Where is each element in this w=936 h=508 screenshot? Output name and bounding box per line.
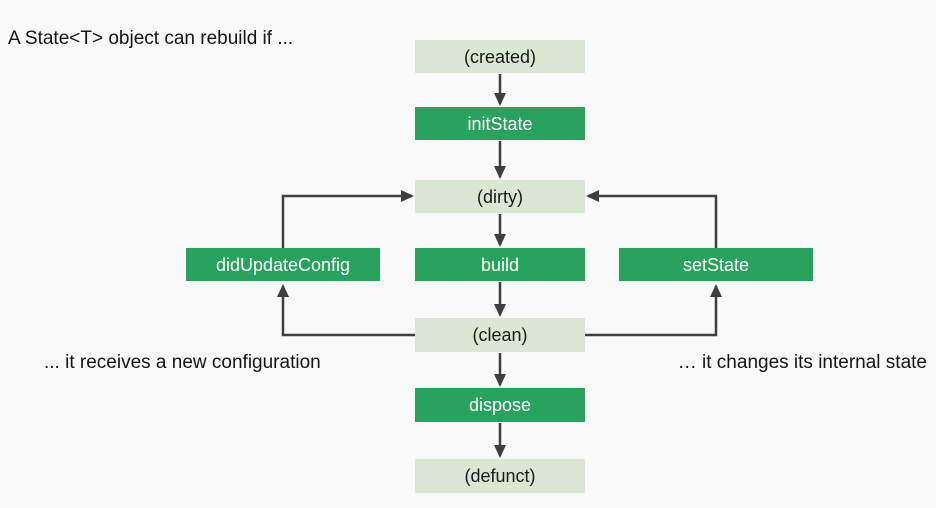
- diagram-title: A State<T> object can rebuild if ...: [8, 28, 294, 49]
- arrow-didupdateconfig-to-dirty: [281, 190, 414, 248]
- arrow-setstate-to-dirty: [586, 190, 718, 248]
- node-method-dispose: dispose: [415, 388, 585, 422]
- node-method-build: build: [415, 248, 585, 281]
- node-state-clean: (clean): [415, 318, 585, 352]
- node-method-didupdateconfig: didUpdateConfig: [186, 248, 380, 281]
- node-state-defunct: (defunct): [415, 459, 585, 493]
- node-method-setstate: setState: [619, 248, 813, 281]
- caption-new-configuration: ... it receives a new configuration: [44, 352, 321, 373]
- caption-internal-state: … it changes its internal state: [677, 352, 927, 373]
- node-method-initstate: initState: [415, 107, 585, 140]
- node-state-dirty: (dirty): [415, 180, 585, 213]
- node-state-created: (created): [415, 40, 585, 73]
- arrow-clean-to-didupdateconfig: [277, 284, 415, 337]
- arrow-clean-to-setstate: [585, 284, 722, 337]
